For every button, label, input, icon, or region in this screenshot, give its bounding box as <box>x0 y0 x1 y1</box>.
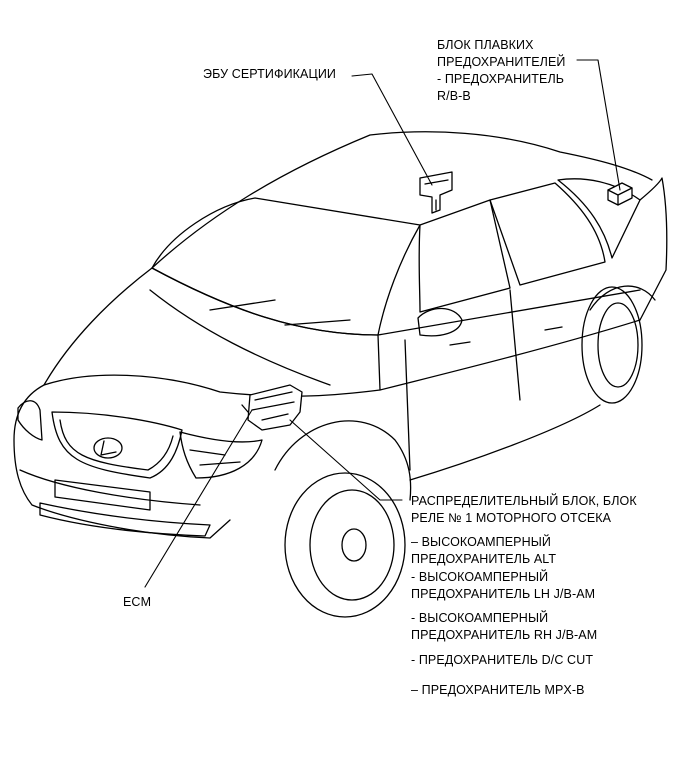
side-line <box>379 319 641 391</box>
bumper-line <box>19 469 201 506</box>
label-ecm: ECM <box>123 595 152 609</box>
components <box>241 171 633 431</box>
door-shoulder <box>377 289 641 336</box>
rear-deck <box>639 177 668 321</box>
roof-outline <box>151 131 653 269</box>
cert-ecu-component <box>419 171 453 214</box>
quarter-window <box>557 178 641 259</box>
leader-relay-block <box>289 419 403 501</box>
rear-wheel <box>581 286 643 404</box>
lexus-emblem-l <box>100 440 117 456</box>
headlight-right-inner <box>189 449 241 466</box>
fuse-item-alt: – ВЫСОКОАМПЕРНЫЙ ПРЕДОХРАНИТЕЛЬ ALT <box>411 535 557 566</box>
door-handle <box>449 326 563 346</box>
fuse-block-line4: R/B-B <box>437 89 471 103</box>
front-door-window <box>418 199 511 313</box>
grille <box>51 411 183 479</box>
relay-block-line2: РЕЛЕ № 1 МОТОРНОГО ОТСЕКА <box>411 511 612 525</box>
relay-block-line1: РАСПРЕДЕЛИТЕЛЬНЫЙ БЛОК, БЛОК <box>411 494 637 508</box>
lexus-emblem <box>93 437 123 459</box>
grille-inner <box>59 419 174 471</box>
front-fascia <box>13 384 231 539</box>
fuse-item-mpx-b: – ПРЕДОХРАНИТЕЛЬ MPX-B <box>411 683 585 697</box>
rear-door-window <box>489 182 606 286</box>
hood-crease <box>149 289 331 386</box>
side-sill <box>409 404 601 481</box>
door-line-front <box>509 289 521 401</box>
plate-area <box>54 479 151 511</box>
front-wheel <box>284 472 406 618</box>
fuse-block-line2: ПРЕДОХРАНИТЕЛЕЙ <box>437 55 566 69</box>
front-wheel-arch <box>274 420 412 501</box>
leader-lines <box>144 59 621 588</box>
fuse-block-line1: БЛОК ПЛАВКИХ <box>437 38 534 52</box>
car-body <box>13 131 668 618</box>
cert-ecu-detail <box>424 179 449 211</box>
rear-wheel-arch <box>589 285 656 311</box>
side-mirror <box>417 307 463 337</box>
label-fuse-block: БЛОК ПЛАВКИХ ПРЕДОХРАНИТЕЛЕЙ - ПРЕДОХРАН… <box>437 37 565 105</box>
fuse-block-edge <box>607 187 633 206</box>
door-line-b <box>404 339 411 471</box>
headlight-left <box>17 400 43 441</box>
fuse-item-rh-jb-am: - ВЫСОКОАМПЕРНЫЙ ПРЕДОХРАНИТЕЛЬ RH J/B-A… <box>411 611 598 642</box>
wipers <box>209 299 351 326</box>
headlight-right <box>179 431 263 479</box>
fuse-item-dc-cut: - ПРЕДОХРАНИТЕЛЬ D/C CUT <box>411 653 594 667</box>
fuse-item-lh-jb-am: - ВЫСОКОАМПЕРНЫЙ ПРЕДОХРАНИТЕЛЬ LH J/B-A… <box>411 570 596 601</box>
relay-block-component <box>247 384 303 431</box>
label-cert-ecu: ЭБУ СЕРТИФИКАЦИИ <box>203 67 336 81</box>
leader-cert-ecu <box>351 73 433 186</box>
lower-grille <box>39 502 211 537</box>
front-wheel-hub <box>341 528 367 562</box>
leader-ecm <box>144 409 253 588</box>
windshield <box>151 197 421 336</box>
relay-block-detail <box>241 391 295 421</box>
leader-fuse-block <box>576 59 621 191</box>
fuse-block-line3: - ПРЕДОХРАНИТЕЛЬ <box>437 72 565 86</box>
rear-wheel-rim <box>597 302 639 388</box>
label-relay-block: РАСПРЕДЕЛИТЕЛЬНЫЙ БЛОК, БЛОК РЕЛЕ № 1 МО… <box>411 493 637 527</box>
front-wheel-rim <box>309 489 395 601</box>
